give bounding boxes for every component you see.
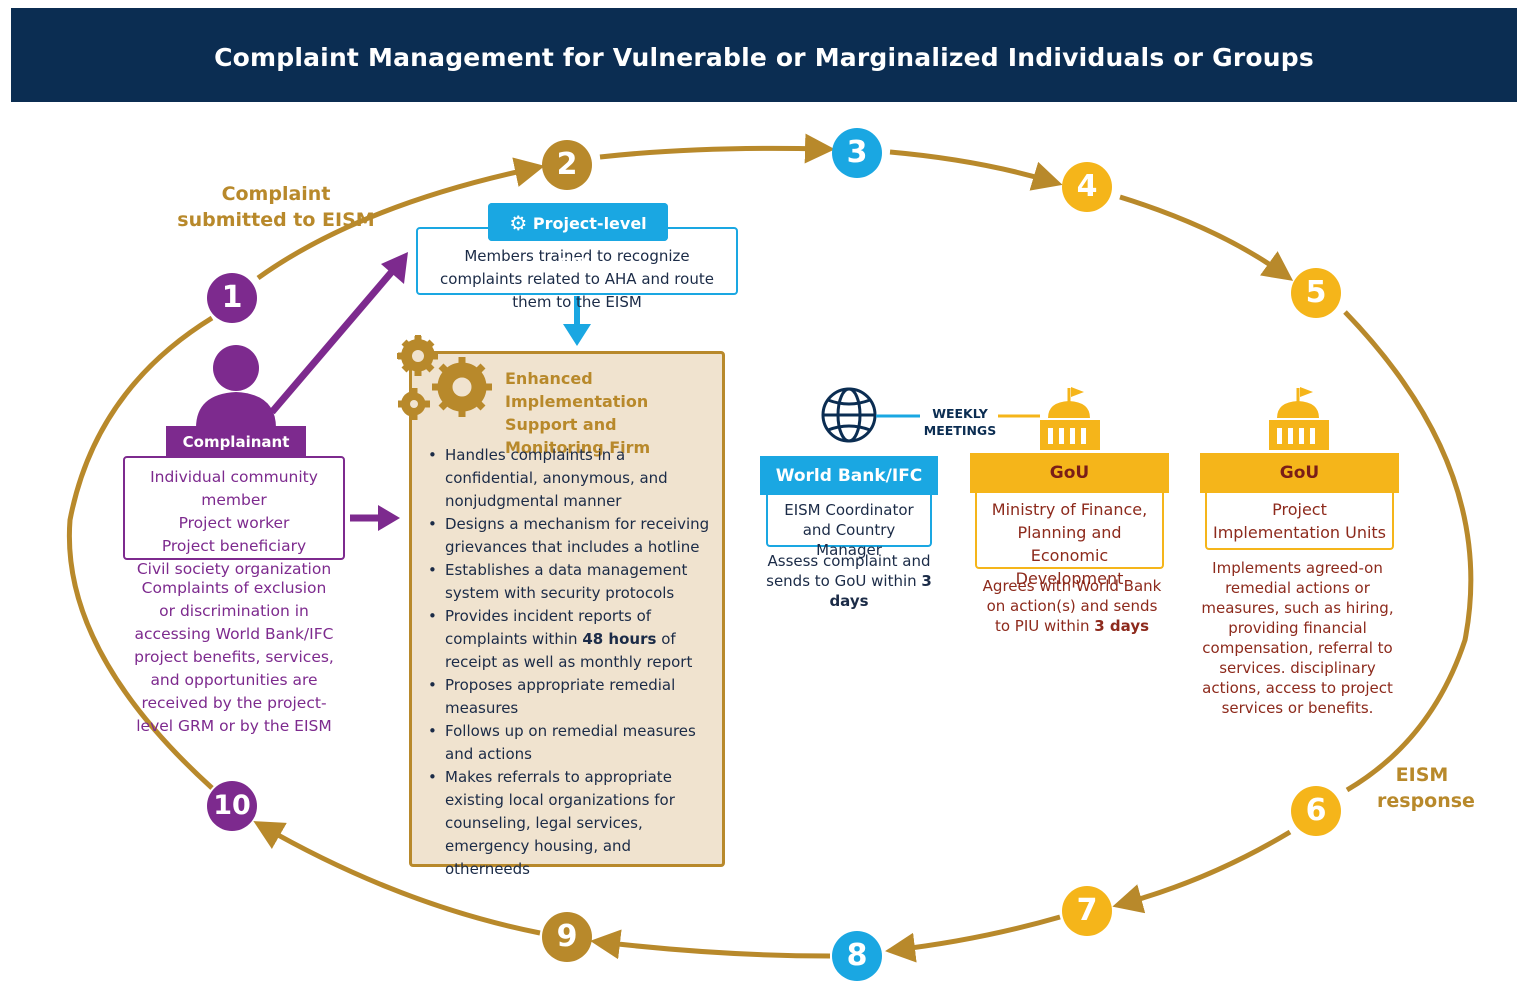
cycle-arrow-2-3 (599, 133, 835, 164)
complainant-type: Project worker (178, 514, 290, 532)
globe-icon (821, 387, 877, 443)
step-3: 3 (832, 128, 882, 178)
eism-response-label: EISM response (1377, 764, 1475, 812)
complainant-type: Project beneficiary (161, 537, 307, 555)
list-item: Follows up on remedial measures and acti… (425, 720, 717, 766)
gou-piu-role-box: Project Implementation Units (1205, 493, 1394, 550)
list-item: Makes referrals to appropriate existing … (425, 766, 717, 881)
step-8: 8 (832, 931, 882, 981)
gou-piu-action: Implements agreed-on remedial actions or… (1201, 559, 1394, 717)
worldbank-role-box: EISM Coordinator and Country Manager (766, 495, 932, 559)
cycle-arrow-5-6 (1343, 310, 1474, 793)
gears-icon (398, 336, 492, 420)
cycle-arrow-4-5 (1119, 194, 1294, 281)
gou-piu-role: Project Implementation Units (1212, 500, 1387, 542)
worldbank-header: World Bank/IFC (760, 456, 938, 495)
complainant-type: Individual community member (150, 468, 318, 509)
gou-ministry-header: GoU (970, 453, 1169, 493)
gou-piu-header: GoU (1200, 453, 1399, 493)
complainant-type: Civil society organization (136, 560, 332, 578)
complainant-header: Complainant (166, 426, 306, 456)
weekly-meetings-label: WEEKLY MEETINGS (923, 406, 997, 438)
worldbank-action: Assess complaint and sends to GoU within… (766, 552, 932, 610)
step-4: 4 (1062, 162, 1112, 212)
cycle-arrow-9-10 (253, 821, 541, 936)
step-5: 5 (1291, 268, 1341, 318)
list-item: Provides incident reports of complaints … (425, 605, 717, 674)
gear-icon: ⚙ (509, 211, 528, 235)
cycle-arrow-3-4 (889, 149, 1063, 191)
grm-description: Members trained to recognize complaints … (440, 247, 714, 311)
government-building-icon-2 (1269, 387, 1329, 450)
cycle-arrow-8-9 (590, 929, 831, 960)
step-1: 1 (207, 273, 257, 323)
title-banner: Complaint Management for Vulnerable or M… (11, 8, 1517, 102)
gou-ministry-role-box: Ministry of Finance, Planning and Econom… (975, 493, 1164, 588)
list-item: Establishes a data management system wit… (425, 559, 717, 605)
list-item: Designs a mechanism for receiving grieva… (425, 513, 717, 559)
complainant-description: Complaints of exclusion or discriminatio… (134, 579, 334, 735)
cycle-arrow-1-2 (256, 157, 545, 281)
gou-ministry-action: Agrees with World Bank on action(s) and … (982, 577, 1162, 635)
page-title: Complaint Management for Vulnerable or M… (214, 43, 1314, 72)
step-2: 2 (542, 140, 592, 190)
complaint-submitted-label: Complaint submitted to EISM (177, 183, 375, 231)
step-10: 10 (207, 781, 257, 831)
complainant-to-grm-arrow (269, 265, 398, 415)
firm-title: Enhanced Implementation Support and Moni… (505, 369, 651, 457)
cycle-arrow-7-8 (885, 914, 1061, 963)
gou-ministry-role: Ministry of Finance, Planning and Econom… (991, 500, 1148, 588)
complainant-types-box: Individual community member Project work… (123, 456, 345, 578)
step-7: 7 (1062, 886, 1112, 936)
list-item: Proposes appropriate remedial measures (425, 674, 717, 720)
cycle-arrow-10-1 (66, 315, 214, 790)
complainant-person-icon (196, 345, 276, 428)
government-building-icon-1 (1040, 387, 1100, 450)
grm-header-overlay: ⚙ Project-level GRM (488, 203, 668, 273)
cycle-arrow-6-7 (1112, 829, 1292, 914)
list-item: Handles complaints in a confidential, an… (425, 444, 717, 513)
step-6: 6 (1291, 786, 1341, 836)
step-9: 9 (542, 912, 592, 962)
grm-header-label: Project-level GRM (532, 214, 647, 273)
firm-responsibilities: Handles complaints in a confidential, an… (425, 444, 717, 881)
worldbank-role: EISM Coordinator and Country Manager (784, 501, 914, 559)
